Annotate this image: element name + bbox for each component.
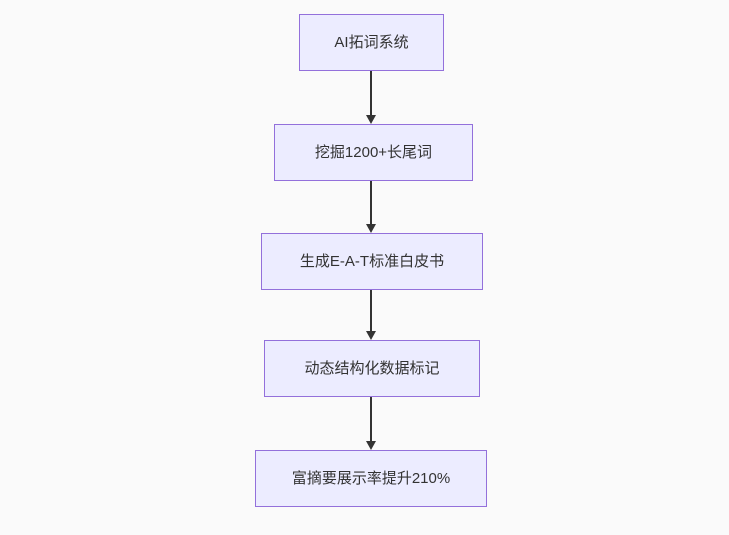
edge-line bbox=[370, 397, 372, 443]
arrowhead-down-icon bbox=[366, 224, 376, 233]
flowchart-node-longtail-mining: 挖掘1200+长尾词 bbox=[274, 124, 473, 181]
node-label: 生成E-A-T标准白皮书 bbox=[299, 253, 445, 270]
flowchart-node-structured-data-markup: 动态结构化数据标记 bbox=[264, 340, 480, 397]
arrowhead-down-icon bbox=[366, 115, 376, 124]
node-label: 动态结构化数据标记 bbox=[304, 360, 440, 377]
arrowhead-down-icon bbox=[366, 441, 376, 450]
edge-arrow-4 bbox=[365, 397, 377, 450]
flowchart-node-rich-snippet-result: 富摘要展示率提升210% bbox=[255, 450, 487, 507]
edge-arrow-1 bbox=[365, 71, 377, 124]
node-label: 挖掘1200+长尾词 bbox=[314, 144, 433, 161]
arrowhead-down-icon bbox=[366, 331, 376, 340]
edge-arrow-3 bbox=[365, 290, 377, 340]
edge-line bbox=[370, 290, 372, 333]
edge-arrow-2 bbox=[365, 181, 377, 233]
edge-line bbox=[370, 181, 372, 226]
flowchart-node-ai-expansion-system: AI拓词系统 bbox=[299, 14, 444, 71]
node-label: 富摘要展示率提升210% bbox=[291, 470, 451, 487]
edge-line bbox=[370, 71, 372, 117]
node-label: AI拓词系统 bbox=[334, 34, 409, 51]
flowchart-node-eat-whitepaper: 生成E-A-T标准白皮书 bbox=[261, 233, 483, 290]
